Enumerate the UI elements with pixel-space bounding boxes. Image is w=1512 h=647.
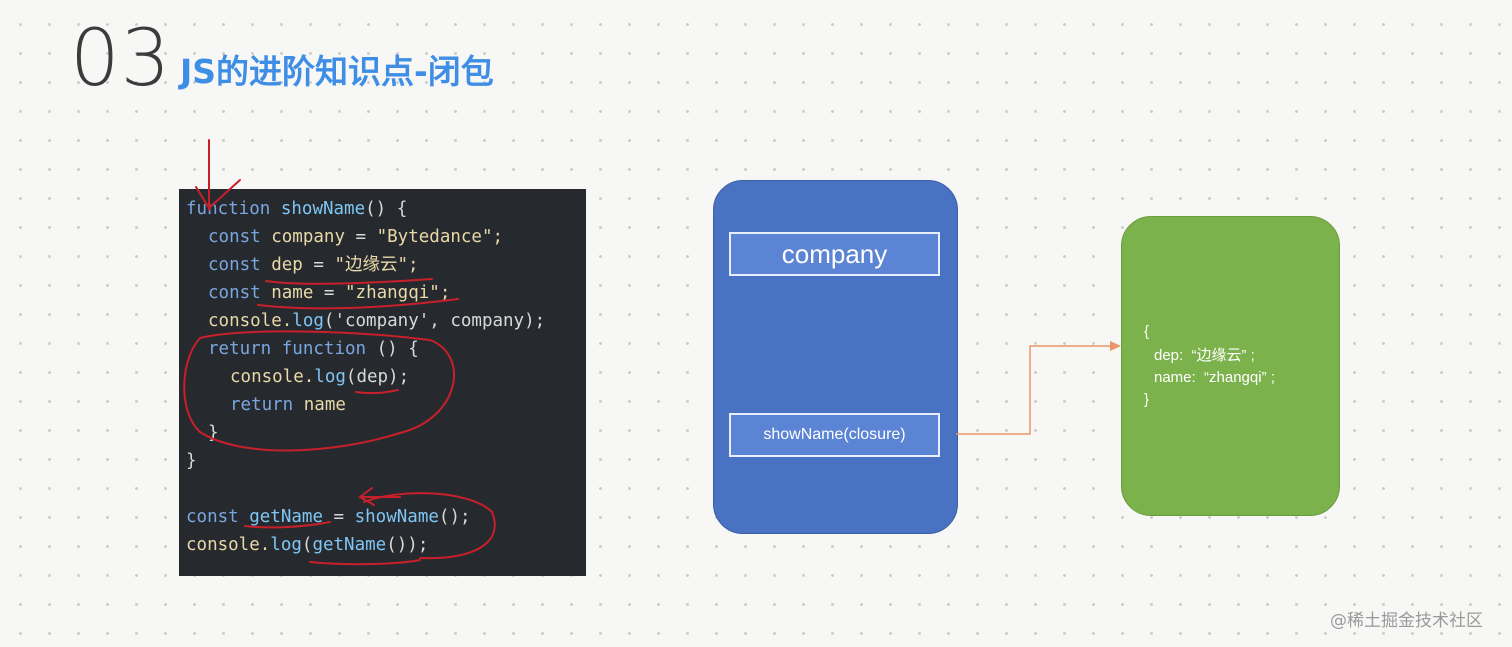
code-text: (dep); [345,367,410,387]
code-string: "边缘云"; [334,255,419,275]
code-identifier: name [271,283,314,303]
code-line-3: const dep = "边缘云"; [208,253,419,277]
slide-number: 03 [70,14,172,104]
code-identifier: console. [208,311,293,331]
code-text: } [208,423,219,443]
code-method: log [292,311,324,331]
code-block: function showName() { const company = "B… [179,189,586,576]
code-identifier: getName [249,507,323,527]
code-text: = [302,255,335,275]
watermark: @稀土掘金技术社区 [1330,611,1483,631]
code-keyword: const [208,283,261,303]
code-text: } [186,451,197,471]
code-line-5: console.log('company', company); [208,309,545,333]
code-line-10: } [186,449,197,473]
code-keyword: return [208,339,272,359]
company-variable-box: company [729,232,940,276]
code-text: = [345,227,377,247]
code-identifier: getName [312,535,387,555]
connector-arrowhead [1110,341,1121,351]
code-line-2: const company = "Bytedance"; [208,225,503,249]
code-method: log [314,367,346,387]
code-method: log [270,535,302,555]
code-line-6: return function () { [208,337,419,361]
code-text: () { [366,339,419,359]
code-identifier: dep [271,255,303,275]
code-keyword: return [230,395,294,415]
code-keyword: function [281,339,367,359]
code-text: (); [438,507,471,527]
code-keyword: const [208,227,261,247]
code-line-1: function showName() { [186,197,407,221]
code-line-9: } [208,421,219,445]
code-line-8: return name [230,393,346,417]
code-text: () { [365,199,408,219]
slide-title: JS的进阶知识点-闭包 [180,52,494,91]
code-keyword: const [208,255,261,275]
code-identifier: console. [230,367,315,387]
code-line-7: console.log(dep); [230,365,409,389]
code-function-name: showName [280,199,366,219]
closure-variable-box: showName(closure) [729,413,940,457]
object-close-brace: } [1144,391,1150,408]
code-function-name: showName [354,507,439,527]
object-open-brace: { [1144,323,1150,340]
closure-connector [956,345,1112,435]
code-line-4: const name = "zhangqi"; [208,281,450,305]
code-string: "zhangqi"; [345,283,451,303]
code-identifier: console. [186,535,271,555]
code-identifier: name [303,395,346,415]
code-text: ( [301,535,313,555]
object-name-property: name: “zhangqi” ; [1154,369,1275,386]
code-keyword: function [186,199,271,219]
code-identifier: company [271,227,345,247]
code-string: "Bytedance"; [376,227,504,247]
code-text: = [323,507,355,527]
code-text: = [313,283,345,303]
code-line-12: const getName = showName(); [186,505,471,529]
code-keyword: const [186,507,239,527]
code-text: ('company', company); [323,311,546,331]
code-text: ()); [386,535,429,555]
closure-object-box: { dep: “边缘云” ; name: “zhangqi” ; } [1121,216,1340,516]
code-line-13: console.log(getName()); [186,533,428,557]
object-dep-property: dep: “边缘云” ; [1154,347,1255,364]
